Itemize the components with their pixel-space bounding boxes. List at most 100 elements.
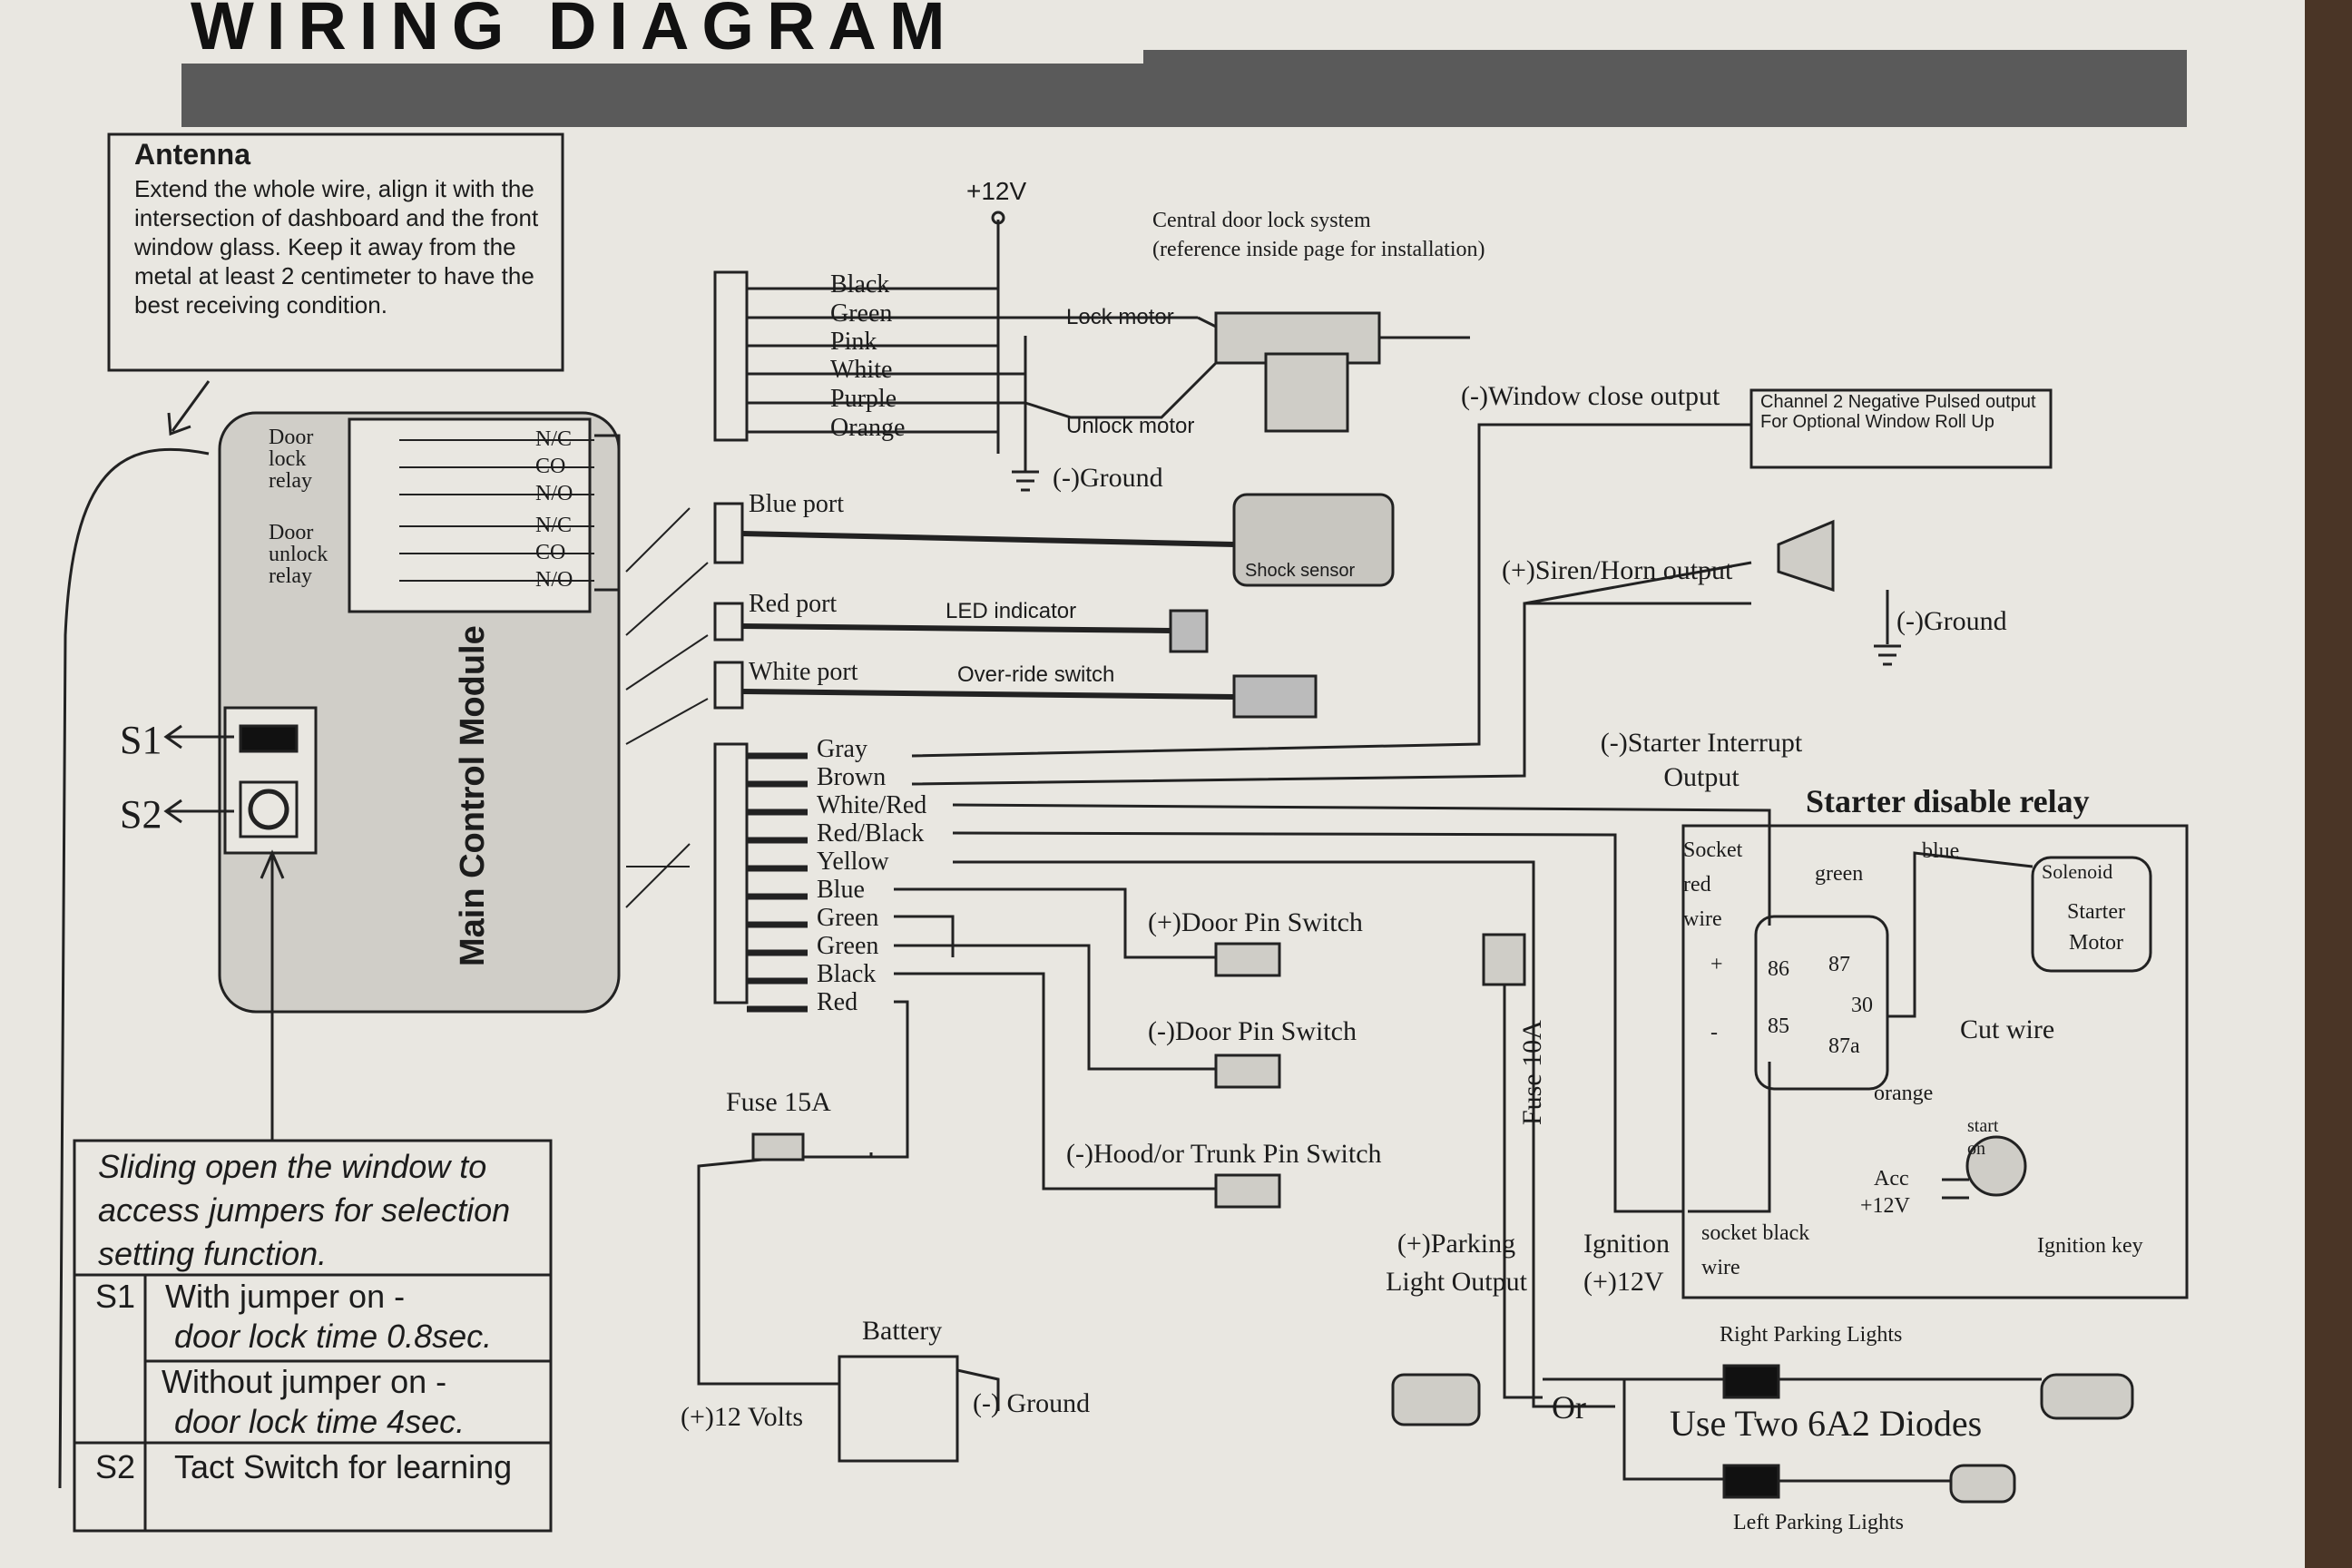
antenna-box: [107, 132, 564, 372]
socket-black-wire: [1688, 1062, 1771, 1213]
ignition-key-label: Ignition key: [2037, 1234, 2143, 1258]
override-switch: [1232, 674, 1318, 719]
relay-minus-label: -: [1710, 1021, 1718, 1044]
starter-relay-title: Starter disable relay: [1806, 783, 2090, 819]
contact-label: CO: [535, 541, 566, 564]
battery-body: [838, 1355, 959, 1463]
solenoid-label: Solenoid: [2042, 860, 2113, 883]
jumper-row-line1: With jumper on -: [165, 1278, 406, 1315]
s1-label: S1: [120, 718, 162, 762]
unlock-motor-wire: [1024, 361, 1218, 419]
yellow-wire-route: [953, 860, 1615, 1408]
main-wire-label: Black: [817, 960, 877, 988]
contact-label: N/O: [535, 482, 573, 505]
contact-label: N/C: [535, 514, 573, 537]
siren-label: (+)Siren/Horn output: [1502, 555, 1733, 585]
door-unlock-relay-label: Door unlock relay: [269, 521, 328, 588]
top-wire-label: Black: [830, 270, 890, 299]
relay-body: [1754, 915, 1889, 1091]
diode-output-wires: [1779, 1377, 2042, 1483]
central-lock-title: Central door lock system: [1152, 209, 1371, 232]
s2-label: S2: [120, 792, 162, 837]
starter-interrupt-label: (-)Starter Interrupt Output: [1600, 728, 1803, 792]
jumper-row-line2: door lock time 0.8sec.: [174, 1318, 493, 1355]
table-edge: [2305, 0, 2352, 1568]
relay-plus-label: +: [1710, 953, 1723, 976]
starter-motor-label: Starter Motor: [2067, 900, 2125, 955]
s-arrowheads: [163, 724, 182, 824]
title-bar-light: [181, 0, 1143, 64]
battery-label: Battery: [862, 1316, 943, 1346]
plus12v-relay-label: +12V: [1860, 1194, 1910, 1218]
brown-wire-route: [911, 602, 1751, 786]
red-port: [713, 602, 744, 642]
right-parking-label: Right Parking Lights: [1720, 1323, 1903, 1347]
plus12v-label: +12V: [966, 177, 1027, 205]
lock-motor-label: Lock motor: [1066, 305, 1174, 329]
pos-door-pin-switch: [1214, 942, 1281, 977]
relay-pin-86: 86: [1768, 957, 1789, 981]
blue-wire-route: [894, 887, 1216, 959]
door-lock-relay-label: Door lock relay: [269, 426, 314, 493]
neg-door-pin-switch: [1214, 1054, 1281, 1089]
white-red-wire-route: [952, 803, 1771, 821]
parking-light-wire: [1503, 985, 1543, 1399]
s2-button-circle: [248, 789, 289, 830]
black-wire-route: [894, 972, 1216, 1191]
fuse-10a-label: Fuse 10A: [1517, 1020, 1547, 1125]
fuse-10a: [1482, 933, 1526, 986]
jumper-row-line2: door lock time 4sec.: [174, 1403, 466, 1440]
top-ground-label: (-)Ground: [1053, 463, 1163, 493]
ignition-key-wires: [1942, 1178, 1969, 1200]
page-title: WIRING DIAGRAM: [191, 0, 958, 64]
override-cable: [741, 689, 1235, 700]
top-wire-label: White: [830, 356, 893, 384]
lock-motor-housing: [1264, 352, 1349, 433]
main-wire-label: Green: [817, 932, 879, 960]
relay-pin-85: 85: [1768, 1014, 1789, 1038]
battery-pos-wire: [697, 1155, 871, 1386]
channel2-note: Channel 2 Negative Pulsed output For Opt…: [1760, 392, 2036, 432]
relay-pin-30: 30: [1851, 994, 1873, 1017]
antenna-heading: Antenna: [134, 138, 250, 171]
jumper-row-key: S1: [95, 1278, 136, 1315]
unlock-motor-label: Unlock motor: [1066, 414, 1195, 438]
blue-port: [713, 502, 744, 564]
jumper-row-line1: Without jumper on -: [162, 1363, 447, 1400]
jumper-row-key: S2: [95, 1448, 136, 1485]
main-wire-label: Gray: [817, 735, 867, 763]
relay-pin-87a: 87a: [1828, 1034, 1860, 1058]
car-icon: [1391, 1373, 1481, 1426]
jumper-row-line1: Tact Switch for learning: [174, 1448, 513, 1485]
green-wire-label: green: [1815, 862, 1864, 886]
fuse-15a: [751, 1132, 805, 1161]
hood-trunk-pin-switch: [1214, 1173, 1281, 1209]
gray-wire-route: [911, 423, 1751, 758]
siren-wire: [1524, 561, 1752, 605]
siren-ground-symbol: [1874, 644, 1901, 666]
pos-door-pin-label: (+)Door Pin Switch: [1148, 907, 1363, 937]
siren-horn: [1777, 519, 1835, 593]
acc-label: Acc: [1874, 1167, 1909, 1191]
battery-ground-wire: [956, 1368, 1000, 1411]
white-port: [713, 661, 744, 710]
top-wire-label: Orange: [830, 414, 906, 442]
plus12-volts-label: (+)12 Volts: [681, 1402, 803, 1432]
s1-jumper: [239, 724, 299, 753]
jumper-table-grid: [74, 1273, 551, 1531]
main-wire-label: White/Red: [817, 791, 927, 819]
led-indicator-label: LED indicator: [946, 599, 1077, 623]
blue-port-label: Blue port: [749, 490, 844, 518]
left-parking-label: Left Parking Lights: [1733, 1511, 1904, 1534]
ground-symbol-top: [1012, 470, 1039, 492]
central-lock-reference: (reference inside page for installation): [1152, 238, 1485, 261]
top-wire-label: Green: [830, 299, 893, 328]
socket-black-label: socket black wire: [1701, 1221, 1810, 1279]
contact-label: N/C: [535, 427, 573, 451]
relay-pin-87: 87: [1828, 953, 1850, 976]
hood-trunk-label: (-)Hood/or Trunk Pin Switch: [1066, 1139, 1382, 1169]
led-indicator: [1169, 609, 1209, 653]
module-label: Main Control Module: [454, 625, 492, 966]
top-wire-label: Pink: [830, 328, 877, 356]
